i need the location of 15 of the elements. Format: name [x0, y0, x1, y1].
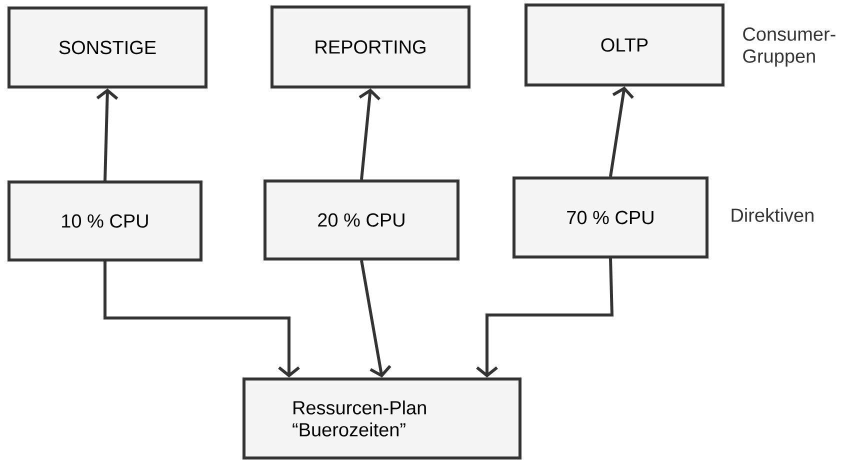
- side-label: Direktiven: [732, 208, 814, 222]
- arrow: [358, 88, 381, 180]
- box: 70 % CPU: [512, 176, 708, 258]
- side-label: Consumer-Gruppen: [743, 27, 836, 67]
- arrow: [104, 262, 300, 378]
- box: 10 % CPU: [8, 180, 202, 262]
- box: Ressurcen-Plan “Buerozeiten”: [242, 378, 522, 460]
- arrow: [476, 258, 614, 378]
- arrow: [96, 88, 118, 181]
- box: OLTP: [524, 4, 724, 86]
- box: 20 % CPU: [264, 180, 460, 260]
- box: SONSTIGE: [8, 6, 208, 88]
- arrow: [360, 260, 392, 378]
- arrow: [609, 86, 634, 177]
- box: REPORTING: [270, 6, 470, 88]
